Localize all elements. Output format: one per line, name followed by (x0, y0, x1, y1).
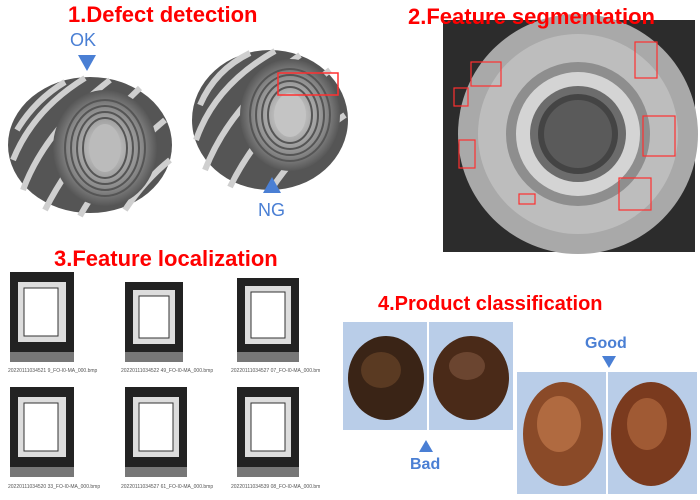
localization-thumbnail (235, 383, 301, 481)
ok-arrow-icon (78, 55, 96, 71)
bad-dates-image (343, 322, 513, 430)
ng-arrow-icon (263, 177, 281, 193)
ok-threaded-insert-image (8, 75, 172, 218)
ng-threaded-insert-image (192, 48, 348, 193)
good-dates-image (517, 372, 697, 494)
ng-label: NG (258, 200, 285, 220)
thumbnail-caption: 20220111034527 61_FO-I0-MA_000.bmp (121, 484, 214, 490)
thumbnail-caption: 20220111034521 9_FO-I0-MA_000.bmp (8, 368, 98, 374)
product-classification-title: 4.Product classification (378, 293, 603, 315)
localization-thumbnail (235, 274, 301, 366)
localization-grid: 20220111034521 9_FO-I0-MA_000.bmp 202201… (3, 258, 343, 498)
bad-arrow-icon (419, 440, 433, 452)
good-label: Good (585, 335, 627, 352)
localization-thumbnail (123, 383, 189, 481)
bad-label: Bad (410, 456, 441, 473)
ng-defect-box (277, 72, 339, 96)
ok-label: OK (70, 30, 97, 50)
thumbnail-caption: 20220111034522 49_FO-I0-MA_000.bmp (121, 368, 214, 374)
feature-localization-title: 3.Feature localization (54, 246, 278, 271)
defect-detection-title: 1.Defect detection (68, 2, 258, 27)
segmentation-washer-image (443, 14, 698, 254)
localization-thumbnail (8, 383, 76, 481)
thumbnail-caption: 20220111034527 07_FO-I0-MA_000.bm (231, 368, 321, 374)
feature-segmentation-title: 2.Feature segmentation (408, 4, 655, 29)
thumbnail-caption: 20220111034520 33_FO-I0-MA_000.bmp (8, 484, 101, 490)
good-arrow-icon (602, 356, 616, 368)
thumbnail-caption: 20220111034539 08_FO-I0-MA_000.bm (231, 484, 321, 490)
localization-thumbnail (8, 268, 76, 366)
localization-thumbnail (123, 278, 185, 366)
